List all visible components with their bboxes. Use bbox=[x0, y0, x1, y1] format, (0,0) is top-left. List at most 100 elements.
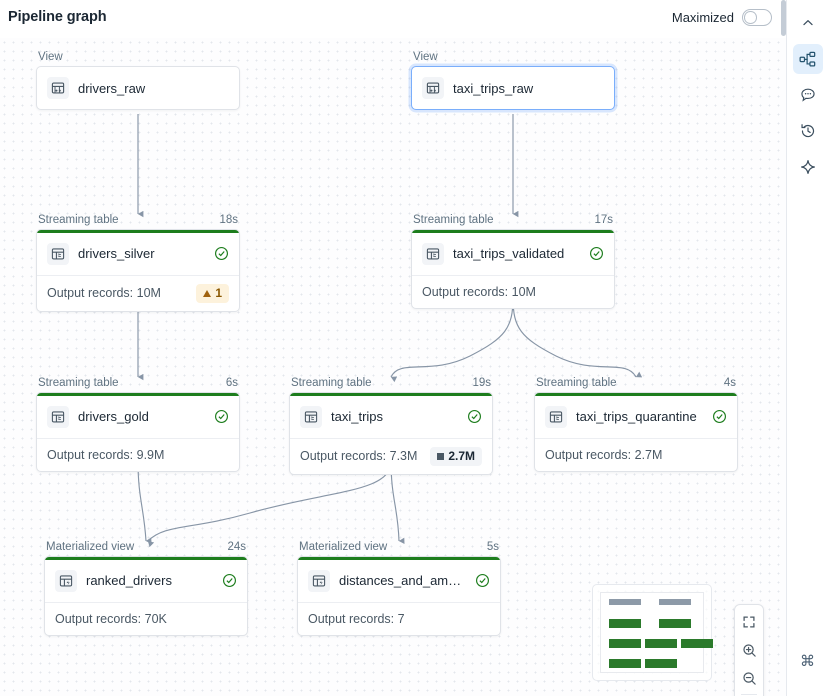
graph-node-taxi-trips-validated[interactable]: Streaming table 17s taxi_trips_validated bbox=[411, 214, 615, 309]
edge-validated-to-taxi-trips bbox=[390, 297, 514, 383]
badge-count: 2.7M bbox=[448, 448, 475, 463]
node-card[interactable]: ranked_drivers Output records: 70K bbox=[44, 556, 248, 636]
graph-node-drivers-silver[interactable]: Streaming table 18s drivers_silver bbox=[36, 214, 240, 313]
command-shortcut-button[interactable]: ⌘ bbox=[793, 646, 823, 676]
comments-button[interactable] bbox=[793, 80, 823, 110]
toggle-knob bbox=[744, 11, 757, 24]
node-meta: Streaming table 17s bbox=[411, 214, 615, 229]
node-success-bar bbox=[290, 393, 492, 396]
maximized-toggle[interactable] bbox=[742, 9, 772, 26]
node-meta: Streaming table 18s bbox=[36, 214, 240, 229]
check-circle-icon bbox=[214, 409, 229, 424]
pipeline-graph-header: Pipeline graph Maximized bbox=[0, 0, 786, 38]
zoom-in-button[interactable] bbox=[735, 636, 763, 664]
command-key-icon: ⌘ bbox=[800, 653, 815, 670]
materialized-view-icon bbox=[308, 569, 330, 592]
fit-view-button[interactable] bbox=[735, 608, 763, 636]
controls-divider bbox=[741, 694, 757, 695]
status-badge-warning[interactable]: 1 bbox=[196, 283, 229, 304]
streaming-table-icon bbox=[300, 405, 322, 428]
node-name: drivers_gold bbox=[78, 409, 149, 424]
node-type-label: Streaming table bbox=[413, 214, 494, 226]
node-success-bar bbox=[535, 393, 737, 396]
edge-gold-to-ranked bbox=[137, 460, 152, 544]
node-body: Output records: 10M bbox=[412, 274, 614, 308]
node-card[interactable]: drivers_silver Output records: 10M 1 bbox=[36, 229, 240, 313]
graph-canvas[interactable]: View drivers_raw bbox=[0, 38, 786, 696]
minimap-node-rect bbox=[609, 659, 641, 668]
page-title: Pipeline graph bbox=[8, 9, 107, 25]
node-success-bar bbox=[37, 393, 239, 396]
node-name: taxi_trips bbox=[331, 409, 384, 424]
view-table-icon bbox=[47, 77, 69, 99]
pipeline-minimap[interactable] bbox=[592, 584, 713, 681]
edge-validated-to-quarantine bbox=[512, 297, 643, 378]
node-card[interactable]: taxi_trips Output records: 7.3M 2.7M bbox=[289, 392, 493, 476]
minimap-node-rect bbox=[659, 619, 691, 628]
graph-node-ranked-drivers[interactable]: Materialized view 24s ranked_drivers bbox=[44, 541, 248, 636]
node-header: taxi_trips_raw bbox=[412, 67, 614, 109]
graph-node-drivers-gold[interactable]: Streaming table 6s drivers_gold bbox=[36, 377, 240, 472]
pipeline-graph-button[interactable] bbox=[792, 44, 823, 74]
node-name: taxi_trips_validated bbox=[453, 246, 565, 261]
node-meta: Streaming table 6s bbox=[36, 377, 240, 392]
assistant-button[interactable] bbox=[793, 152, 823, 182]
node-meta: Materialized view 24s bbox=[44, 541, 248, 556]
node-type-label: Streaming table bbox=[536, 377, 617, 389]
streaming-table-icon bbox=[422, 242, 444, 265]
header-controls: Maximized bbox=[672, 9, 772, 26]
graph-node-drivers-raw[interactable]: View drivers_raw bbox=[36, 51, 240, 110]
graph-node-taxi-trips[interactable]: Streaming table 19s taxi_trips bbox=[289, 377, 493, 476]
streaming-table-icon bbox=[545, 405, 567, 428]
node-name: distances_and_amounts_b... bbox=[339, 573, 466, 588]
graph-node-distances-and-amounts[interactable]: Materialized view 5s distances_and_amoun… bbox=[297, 541, 501, 636]
node-card[interactable]: taxi_trips_quarantine Output records: 2.… bbox=[534, 392, 738, 472]
node-duration: 18s bbox=[219, 214, 238, 226]
node-output-records: Output records: 10M bbox=[47, 286, 161, 301]
node-meta: Streaming table 19s bbox=[289, 377, 493, 392]
minimap-node-rect bbox=[645, 659, 677, 668]
node-meta: View bbox=[411, 51, 615, 66]
node-meta: View bbox=[36, 51, 240, 66]
maximized-label: Maximized bbox=[671, 10, 734, 25]
node-card[interactable]: taxi_trips_validated Output records: 10M bbox=[411, 229, 615, 309]
graph-node-taxi-trips-raw[interactable]: View taxi_trips_raw bbox=[411, 51, 615, 110]
history-button[interactable] bbox=[793, 116, 823, 146]
node-name: ranked_drivers bbox=[86, 573, 172, 588]
node-name: drivers_raw bbox=[78, 80, 146, 96]
node-card[interactable]: taxi_trips_raw bbox=[411, 66, 615, 110]
node-header: ranked_drivers bbox=[45, 560, 247, 602]
streaming-table-icon bbox=[47, 242, 69, 265]
node-header: drivers_silver bbox=[37, 233, 239, 275]
vertical-scrollbar[interactable] bbox=[781, 0, 786, 36]
node-header: taxi_trips_validated bbox=[412, 233, 614, 275]
node-card[interactable]: drivers_raw bbox=[36, 66, 240, 110]
badge-count: 1 bbox=[215, 285, 222, 300]
node-header: drivers_gold bbox=[37, 396, 239, 438]
node-body: Output records: 9.9M bbox=[37, 437, 239, 471]
node-type-label: Materialized view bbox=[46, 541, 135, 553]
node-card[interactable]: distances_and_amounts_b... Output record… bbox=[297, 556, 501, 636]
node-card[interactable]: drivers_gold Output records: 9.9M bbox=[36, 392, 240, 472]
minimap-node-rect bbox=[609, 639, 641, 648]
node-output-records: Output records: 2.7M bbox=[545, 447, 663, 462]
status-badge-dropped[interactable]: 2.7M bbox=[430, 446, 482, 467]
node-name: taxi_trips_raw bbox=[453, 80, 534, 96]
minimap-node-rect bbox=[645, 639, 677, 648]
node-duration: 6s bbox=[225, 377, 238, 389]
minimap-viewport bbox=[600, 592, 713, 673]
node-output-records: Output records: 7 bbox=[308, 611, 405, 626]
streaming-table-icon bbox=[47, 405, 69, 428]
node-body: Output records: 70K bbox=[45, 601, 247, 635]
node-header: distances_and_amounts_b... bbox=[298, 560, 500, 602]
collapse-panel-button[interactable] bbox=[793, 8, 823, 38]
minimap-node-rect bbox=[609, 599, 641, 605]
graph-node-taxi-trips-quarantine[interactable]: Streaming table 4s taxi_trips_quarantine bbox=[534, 377, 738, 472]
node-success-bar bbox=[412, 230, 614, 233]
node-name: drivers_silver bbox=[78, 246, 155, 261]
node-header: drivers_raw bbox=[37, 67, 239, 109]
zoom-out-button[interactable] bbox=[735, 664, 763, 692]
materialized-view-icon bbox=[55, 569, 77, 592]
warning-triangle-icon bbox=[203, 289, 212, 297]
node-body: Output records: 2.7M bbox=[535, 437, 737, 471]
